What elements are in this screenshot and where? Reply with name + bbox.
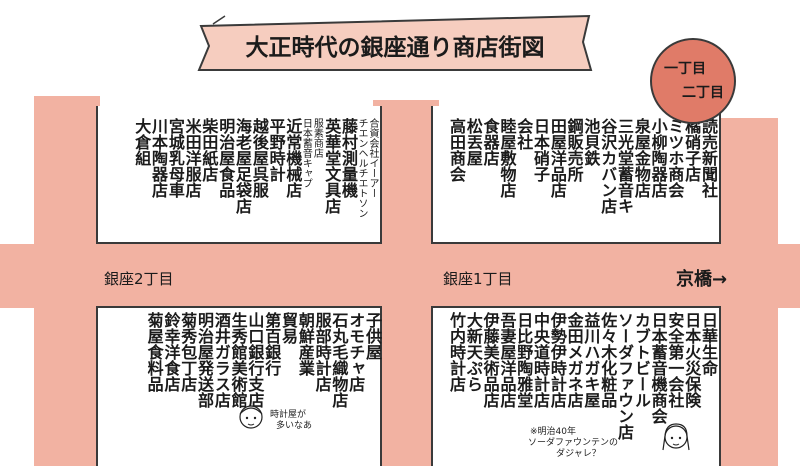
shop-label: 吾妻屋洋品店 bbox=[497, 312, 517, 408]
shop-label: 宮城乳母車 bbox=[165, 118, 185, 198]
label-ginza-2-chome: 銀座2丁目 bbox=[104, 270, 174, 288]
note-left-line-2: 多いなあ bbox=[276, 421, 313, 431]
shop-label: 越後屋呉服 bbox=[249, 118, 269, 198]
shop-label: 米田洋服店 bbox=[182, 118, 202, 198]
label-kyobashi: 京橋→ bbox=[676, 269, 728, 290]
shop-label: 池貝鉄 bbox=[581, 118, 601, 166]
shop-label: 睦屋敷物店 bbox=[497, 118, 517, 198]
shop-label: 益川ハガキ屋 bbox=[581, 312, 601, 408]
shop-label: 伊藤美術品店 bbox=[480, 312, 500, 408]
shop-label: 石丸毛織物店 bbox=[329, 312, 349, 408]
shop-label: 日本火災保険 bbox=[682, 312, 702, 408]
shops-lower-left: 子供屋オモチャ店石丸毛織物店服部時計店朝鮮産業貿易第百銀行山口銀行支店生秀館美術… bbox=[104, 312, 382, 462]
shop-label: 日本蓄音機商会 bbox=[648, 312, 668, 424]
shop-label: 田屋洋品店 bbox=[547, 118, 567, 198]
shop-label: 橘硝子店 bbox=[682, 118, 702, 182]
shop-label: 酒井ガラス店 bbox=[211, 312, 231, 408]
shop-label: 泉屋金物店 bbox=[631, 118, 651, 198]
shop-label: 服素商店 bbox=[311, 118, 323, 158]
shop-label: 菊秀包丁店 bbox=[178, 312, 198, 392]
badge-line-2: 二丁目 bbox=[682, 85, 724, 101]
block-lower-left bbox=[96, 306, 382, 466]
character-face-icon-left bbox=[239, 405, 263, 429]
label-ginza-1-chome: 銀座1丁目 bbox=[443, 270, 513, 288]
shops-upper-left: 合資会社イーアーチエンヘルチエトソン藤村測量機英華堂文具店服素商店日本蓄音キャプ… bbox=[102, 118, 378, 240]
shop-label: ミツホ商会 bbox=[665, 118, 685, 198]
shops-upper-right: 読売新聞社橘硝子店ミツホ商会小柳陶器店泉屋金物店三光堂蓄音キ谷沢カバン店池貝鉄鋼… bbox=[440, 118, 718, 240]
shop-label: 金田メガネ店 bbox=[564, 312, 584, 408]
shop-label: 大倉組 bbox=[132, 118, 152, 166]
district-badge: 一丁目 二丁目 bbox=[650, 38, 736, 124]
badge-line-1: 一丁目 bbox=[664, 61, 706, 77]
shop-label: 第百銀行 bbox=[262, 312, 282, 376]
shop-label: 海老屋足袋店 bbox=[233, 118, 253, 214]
shop-label: 明治屋食品 bbox=[216, 118, 236, 198]
shop-label: 高田商会 bbox=[447, 118, 467, 182]
shop-label: オモチャ店 bbox=[346, 312, 366, 392]
shop-label: 竹内時計店 bbox=[447, 312, 467, 392]
shop-label: 鈴幸洋食店 bbox=[161, 312, 181, 392]
shop-label: 子供屋 bbox=[363, 312, 382, 360]
shop-label: 平野時計 bbox=[266, 118, 286, 182]
title-banner bbox=[197, 14, 593, 71]
shop-label: 会社 bbox=[514, 118, 534, 150]
shop-label: チエンヘルチエトソン bbox=[356, 118, 367, 218]
shop-label: 菊屋食料品 bbox=[144, 312, 164, 392]
shop-label: 明治屋発送部 bbox=[195, 312, 215, 408]
shop-label: 食器店 bbox=[480, 118, 500, 166]
shop-label: 松丟屋 bbox=[463, 118, 483, 166]
left-cross-street bbox=[34, 96, 100, 466]
note-right-line-2: ソーダファウンテンの bbox=[528, 438, 619, 448]
shop-label: 日華生命 bbox=[699, 312, 718, 376]
shop-label: 生秀館美術館 bbox=[228, 312, 248, 408]
shop-label: 英華堂文具店 bbox=[322, 118, 342, 214]
middle-cross-street bbox=[373, 100, 439, 466]
note-right-line-1: ※明治40年 bbox=[530, 427, 576, 437]
shop-label: 中央道時計店 bbox=[531, 312, 551, 408]
shop-label: 貿易 bbox=[279, 312, 299, 344]
shop-label: 近常機械店 bbox=[283, 118, 303, 198]
shop-label: 藤村測量機 bbox=[339, 118, 358, 198]
shop-label: ソーダファウン店 bbox=[615, 312, 635, 440]
shop-label: 日本蓄音キャプ bbox=[300, 118, 312, 188]
note-left-line-1: 時計屋が bbox=[270, 410, 307, 420]
shop-label: 大新天ぷら bbox=[463, 312, 483, 392]
shop-label: 日本硝子 bbox=[531, 118, 551, 182]
shop-label: 川本陶器店 bbox=[149, 118, 169, 198]
shop-label: 柴田紙店 bbox=[199, 118, 219, 182]
shop-label: 安全第一会社 bbox=[665, 312, 685, 408]
shops-lower-right: 日華生命日本火災保険安全第一会社日本蓄音機商会カブトビールソーダファウン店佐々木… bbox=[440, 312, 718, 462]
shop-label: 読売新聞社 bbox=[699, 118, 718, 198]
shop-label: カブトビール bbox=[631, 312, 651, 408]
right-cross-street bbox=[718, 118, 778, 466]
block-upper-left bbox=[96, 106, 382, 244]
block-upper-right bbox=[431, 106, 721, 244]
page-title: 大正時代の銀座通り商店街図 bbox=[245, 35, 545, 61]
shop-label: 伊勢伊時計店 bbox=[547, 312, 567, 408]
character-face-icon-right bbox=[662, 423, 690, 451]
shop-label: 朝鮮産業 bbox=[295, 312, 315, 376]
shop-label: 日比野陶雅堂 bbox=[514, 312, 534, 408]
shop-label: 山口銀行支店 bbox=[245, 312, 265, 408]
note-right-line-3: ダジャレ？ bbox=[556, 449, 601, 459]
shop-label: 三光堂蓄音キ bbox=[615, 118, 635, 214]
shop-label: 小柳陶器店 bbox=[648, 118, 668, 198]
shop-label: 佐々木化粧品 bbox=[598, 312, 618, 408]
shop-label: 谷沢カバン店 bbox=[598, 118, 618, 214]
shop-label: 合資会社イーアー bbox=[367, 118, 378, 198]
shop-label: 鋼販売所 bbox=[564, 118, 584, 182]
shop-label: 服部時計店 bbox=[312, 312, 332, 392]
